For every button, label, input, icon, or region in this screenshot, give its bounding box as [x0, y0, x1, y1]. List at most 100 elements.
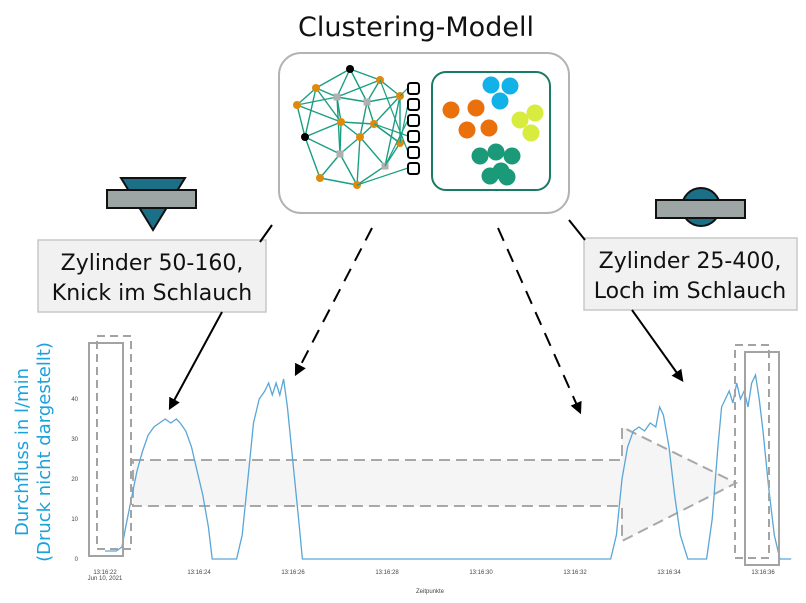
- arrow-right-solid: [631, 309, 684, 382]
- y-tick-label: 20: [71, 477, 78, 483]
- y-tick-label: 40: [71, 397, 78, 403]
- cluster-dot: [491, 92, 509, 110]
- network-edge: [336, 79, 381, 98]
- network-output-node: [407, 114, 420, 127]
- x-tick-label: 13:16:28: [375, 570, 399, 576]
- network-edge: [315, 87, 342, 123]
- arrow-right-dashed: [497, 227, 582, 415]
- y-axis-label: Durchfluss in l/min (Druck nicht dargest…: [12, 342, 55, 562]
- network-edge: [373, 123, 401, 144]
- network-edge: [304, 87, 317, 138]
- network-output-node: [407, 130, 420, 143]
- x-tick-label: 13:16:30: [469, 570, 493, 576]
- x-tick-date: Jun 10, 2021: [88, 576, 123, 582]
- x-tick-label: 13:16:36: [751, 570, 775, 576]
- network-edge: [296, 96, 338, 106]
- cluster-dot: [487, 143, 505, 161]
- network-node: [301, 133, 309, 141]
- connector-left: [259, 224, 273, 243]
- cylinder-triangle-icon: [106, 177, 197, 232]
- network-node: [337, 118, 345, 126]
- cluster-dot: [522, 124, 540, 142]
- network-output-node: [407, 82, 420, 95]
- x-tick-label: 13:16:24: [187, 570, 211, 576]
- window-box-left: [88, 342, 124, 557]
- cluster-dot: [501, 77, 519, 95]
- network-edge: [296, 87, 317, 106]
- network-edge: [366, 79, 381, 103]
- network-edge: [373, 123, 409, 137]
- x-tick-label: 13:16:22: [93, 570, 117, 576]
- cluster-dot: [481, 167, 499, 185]
- cluster-dot: [526, 104, 544, 122]
- network-edge: [336, 96, 368, 103]
- network-edge: [336, 68, 351, 98]
- network-edge: [304, 136, 341, 155]
- network-edge: [373, 95, 401, 125]
- network-edge: [296, 104, 342, 123]
- y-tick-label: 0: [75, 557, 79, 563]
- cluster-dot: [442, 101, 460, 119]
- network-edge: [379, 79, 409, 153]
- network-edge: [319, 177, 358, 186]
- label-right-line1: Zylinder 25-400,: [599, 249, 782, 274]
- network-edge: [356, 167, 409, 186]
- y-axis-label-line1: Durchfluss in l/min: [12, 368, 33, 536]
- network-edge: [379, 79, 401, 97]
- network-edge: [296, 104, 306, 138]
- network-edge: [304, 121, 342, 138]
- network-output-node: [407, 98, 420, 111]
- network-edge: [339, 153, 358, 186]
- connector-right: [568, 219, 586, 241]
- y-tick-label: 30: [71, 437, 78, 443]
- cluster-dot: [480, 119, 498, 137]
- network-node: [363, 98, 371, 106]
- network-edge: [349, 68, 381, 81]
- network-output-node: [407, 162, 420, 175]
- cluster-dots-icon: [442, 76, 544, 186]
- network-node: [336, 150, 344, 158]
- network-edge: [319, 153, 341, 179]
- network-edge: [336, 96, 341, 155]
- network-edge: [339, 121, 342, 155]
- network-node: [293, 101, 301, 109]
- network-edge: [356, 136, 361, 186]
- network-edge: [349, 68, 368, 103]
- network-edge: [366, 95, 401, 103]
- x-tick-label: 13:16:32: [563, 570, 587, 576]
- cluster-dot: [498, 168, 516, 186]
- network-edge: [340, 121, 375, 125]
- neural-network-icon: [293, 65, 409, 189]
- window-box-right-dashed: [734, 344, 770, 559]
- label-left: Zylinder 50-160, Knick im Schlauch: [37, 239, 267, 313]
- label-right-line2: Loch im Schlauch: [594, 279, 786, 304]
- cluster-dot: [511, 111, 529, 129]
- network-edge: [340, 121, 361, 138]
- label-right: Zylinder 25-400, Loch im Schlauch: [583, 237, 798, 311]
- network-edge: [399, 87, 409, 97]
- cluster-dot: [503, 147, 521, 165]
- diagram-title: Clustering-Modell: [298, 12, 534, 43]
- time-arrow: [132, 425, 739, 543]
- network-output-nodes: [407, 82, 420, 175]
- y-tick-label: 10: [71, 517, 78, 523]
- arrow-left-dashed: [294, 227, 373, 377]
- network-node: [312, 84, 320, 92]
- y-axis-label-line2: (Druck nicht dargestellt): [34, 342, 55, 562]
- label-left-line2: Knick im Schlauch: [52, 281, 252, 306]
- network-edge: [384, 119, 409, 167]
- network-edge: [304, 136, 321, 179]
- arrow-left-solid: [168, 311, 223, 411]
- network-edge: [359, 101, 368, 138]
- y-tick-labels: 0 10 20 30 40: [71, 397, 78, 563]
- x-axis-label: Zeitpunkte: [416, 589, 445, 595]
- cluster-dot: [458, 121, 476, 139]
- window-box-right: [744, 351, 780, 566]
- network-edge: [359, 136, 386, 167]
- network-node: [346, 65, 354, 73]
- cluster-dot: [482, 76, 500, 94]
- network-node: [356, 133, 364, 141]
- network-node: [316, 174, 324, 182]
